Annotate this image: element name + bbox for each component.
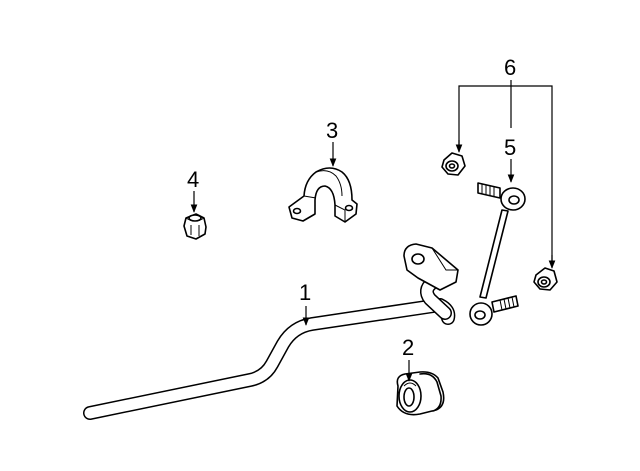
callout-2: 2 <box>402 335 414 360</box>
callout-3: 3 <box>326 118 338 143</box>
bushing[interactable] <box>396 371 445 416</box>
callout-5: 5 <box>504 135 516 160</box>
stabilizer-link[interactable] <box>469 182 526 326</box>
bushing-clamp[interactable] <box>288 167 358 223</box>
callout-6: 6 <box>504 55 516 80</box>
callout-4: 4 <box>187 167 199 192</box>
link-nut-upper[interactable] <box>441 152 466 176</box>
callout-labels: 1 2 3 4 5 6 <box>187 55 516 360</box>
link-nut-lower[interactable] <box>533 267 558 291</box>
callout-1: 1 <box>299 280 311 305</box>
hex-nut[interactable] <box>183 213 207 240</box>
stabilizer-bar[interactable] <box>83 243 459 420</box>
leader-lines <box>190 80 556 382</box>
